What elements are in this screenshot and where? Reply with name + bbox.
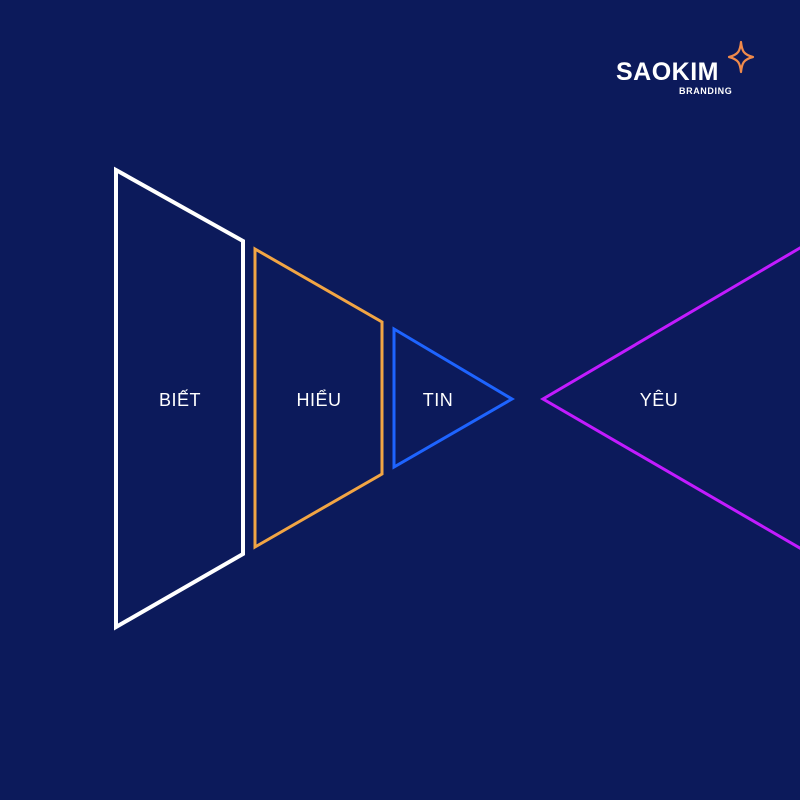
stage-label-hieu: HIỂU [296, 390, 342, 410]
logo-subtitle: BRANDING [679, 86, 733, 96]
logo-wordmark: SAOKIM [616, 58, 719, 86]
brand-logo: SAOKIM BRANDING [612, 40, 762, 100]
stage-label-tin: TIN [422, 390, 454, 410]
stage-label-biet: BIẾT [158, 390, 202, 410]
stage-shape-biet [114, 166, 245, 631]
stage-shape-yeu [540, 246, 800, 550]
stage-shape-tin [392, 326, 515, 470]
stage-label-yeu: YÊU [639, 390, 679, 410]
sparkle-star-icon [727, 40, 755, 74]
stage-shape-hieu [253, 246, 384, 550]
